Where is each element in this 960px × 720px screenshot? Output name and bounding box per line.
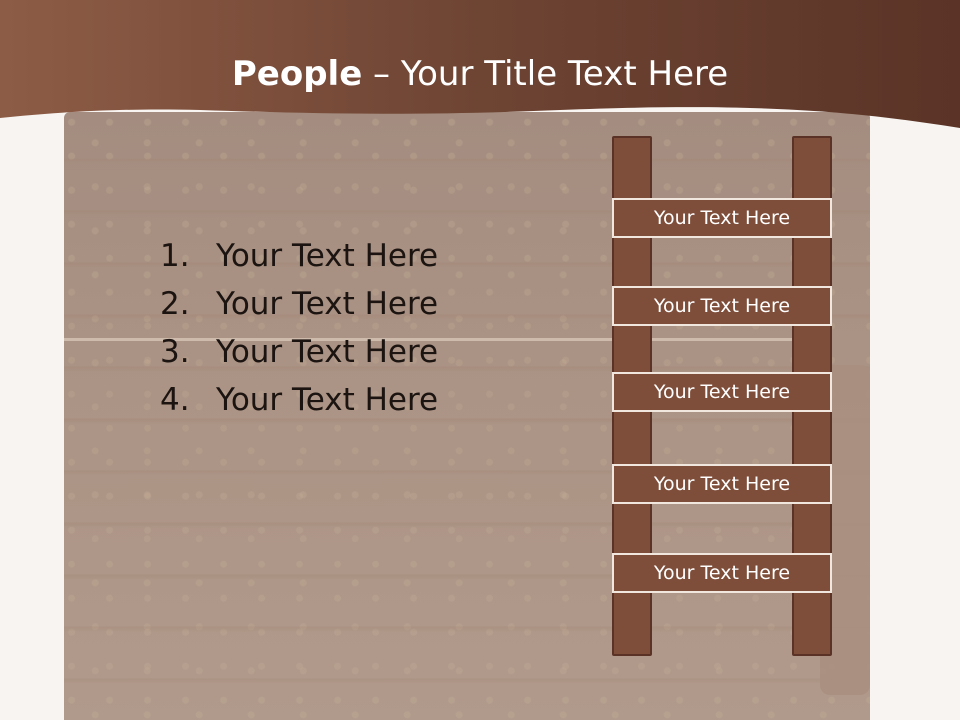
list-item-text: Your Text Here bbox=[216, 286, 439, 322]
ladder-rung: Your Text Here bbox=[612, 372, 832, 412]
list-item-number: 1. bbox=[160, 238, 190, 274]
list-item: 1. Your Text Here bbox=[160, 232, 438, 280]
list-item: 3. Your Text Here bbox=[160, 328, 438, 376]
ladder-rung: Your Text Here bbox=[612, 198, 832, 238]
title-rest: – Your Title Text Here bbox=[362, 54, 729, 94]
list-item-text: Your Text Here bbox=[216, 382, 439, 418]
header-banner bbox=[0, 0, 960, 128]
page-title: People – Your Title Text Here bbox=[0, 50, 960, 98]
list-item-number: 2. bbox=[160, 286, 190, 322]
ladder-rung: Your Text Here bbox=[612, 464, 832, 504]
list-item-text: Your Text Here bbox=[216, 238, 439, 274]
list-item: 2. Your Text Here bbox=[160, 280, 438, 328]
title-bold: People bbox=[231, 54, 363, 94]
ladder-rung: Your Text Here bbox=[612, 553, 832, 593]
list-item: 4. Your Text Here bbox=[160, 376, 438, 424]
numbered-list: 1. Your Text Here 2. Your Text Here 3. Your… bbox=[160, 232, 438, 424]
list-item-text: Your Text Here bbox=[216, 334, 439, 370]
bread-background-seam bbox=[64, 338, 824, 341]
list-item-number: 3. bbox=[160, 334, 190, 370]
list-item-number: 4. bbox=[160, 382, 190, 418]
ladder-rung: Your Text Here bbox=[612, 286, 832, 326]
